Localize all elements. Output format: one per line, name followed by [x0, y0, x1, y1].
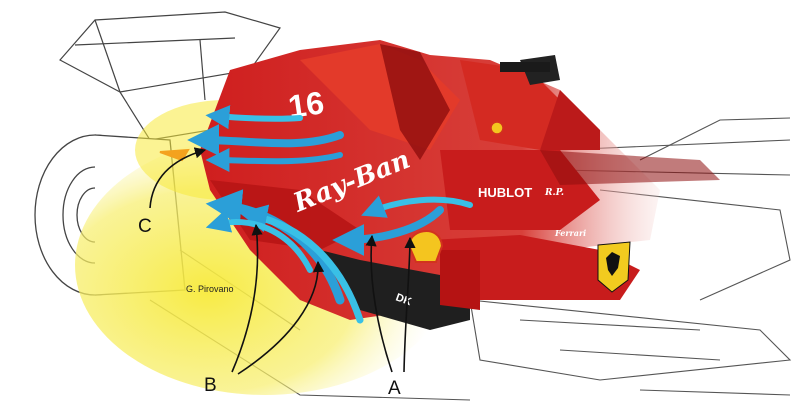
sponsor-watch: HUBLOT — [478, 185, 532, 200]
floor-edge — [320, 235, 640, 330]
airflow-arrows — [159, 105, 473, 324]
callout-arrows — [149, 147, 416, 375]
airflow-arrow-lower-2 — [239, 204, 364, 324]
callout-b-arrow-1 — [231, 223, 263, 373]
callout-label-a: A — [388, 378, 401, 399]
airflow-arrow-upper-2 — [205, 105, 303, 130]
callout-a-arrow-2 — [403, 236, 416, 373]
artist-credit: G. Pirovano — [186, 284, 234, 294]
prancing-horse-icon — [597, 241, 631, 293]
callout-label-c: C — [138, 216, 152, 237]
airflow-orange-tip — [159, 148, 190, 162]
signature: R.P. — [544, 188, 564, 198]
airflow-arrow-upper-1 — [187, 124, 344, 157]
callout-b-arrow-2 — [237, 260, 325, 375]
airflow-arrow-floor-2 — [361, 195, 473, 218]
small-shell-logo-icon — [490, 121, 504, 135]
shell-logo-icon — [408, 230, 444, 263]
callout-c-arrow — [149, 147, 207, 209]
sidepod-text: DK — [394, 292, 413, 309]
airflow-arrow-lower-3 — [205, 209, 313, 273]
callout-label-b: B — [204, 375, 217, 396]
engine-brand: Ferrari — [554, 228, 586, 238]
airflow-arrow-upper-3 — [205, 148, 343, 173]
airflow-arrow-floor-1 — [332, 206, 444, 256]
callout-a-arrow-1 — [365, 234, 393, 373]
